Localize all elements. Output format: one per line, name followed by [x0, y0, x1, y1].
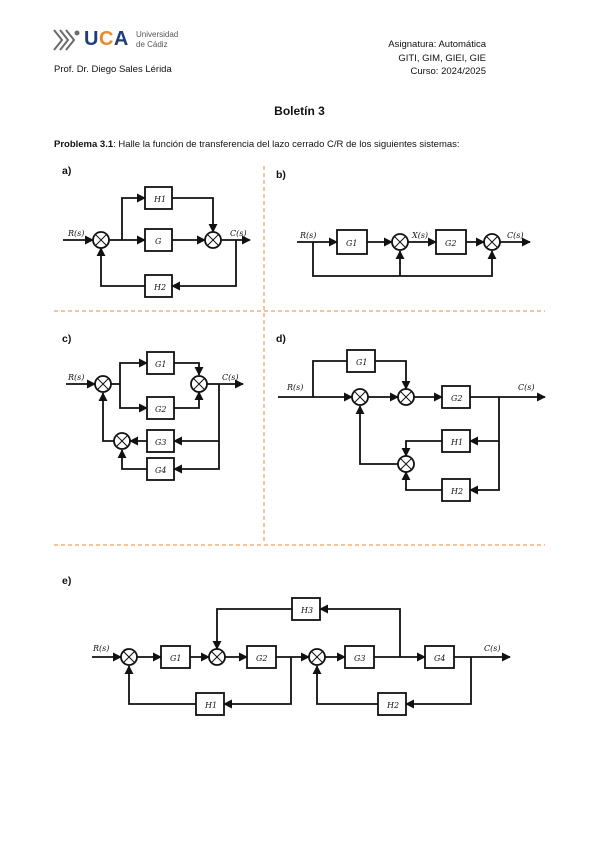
problem-statement: Problema 3.1: Halle la función de transf… — [54, 139, 460, 150]
university-line-1: Universidad — [136, 30, 179, 39]
c-output-label: C(s) — [222, 373, 238, 382]
c-block-G1-label: G1 — [155, 360, 166, 369]
d-input-label: R(s) — [286, 383, 303, 392]
block-b-G2 — [435, 229, 467, 255]
a-input-label: R(s) — [67, 229, 84, 238]
b-signal-label: X(s) — [411, 231, 428, 240]
e-block-H3-label: H3 — [300, 606, 313, 615]
diagram-e-text: R(s) C(s) G1 G2 G3 G4 H1 H2 H3 — [92, 606, 500, 710]
c-block-G4-label: G4 — [155, 466, 166, 475]
professor-name: Prof. Dr. Diego Sales Lérida — [54, 64, 172, 75]
diagram-b-text: R(s) X(s) C(s) G1 G2 — [299, 231, 523, 248]
page-title: Boletín 3 — [274, 104, 325, 118]
a-block-G-label: G — [155, 237, 162, 246]
b-block-G1-label: G1 — [346, 239, 357, 248]
c-input-label: R(s) — [67, 373, 84, 382]
c-block-G3-label: G3 — [155, 438, 166, 447]
logo-emblem-icon — [53, 29, 80, 51]
e-block-H2-label: H2 — [386, 701, 399, 710]
e-block-G2-label: G2 — [256, 654, 267, 663]
e-output-label: C(s) — [484, 644, 500, 653]
d-block-H1-label: H1 — [450, 438, 463, 447]
university-logo — [52, 26, 192, 54]
a-output-label: C(s) — [230, 229, 246, 238]
panel-label-a: a) — [62, 165, 72, 177]
d-block-G2-label: G2 — [451, 394, 462, 403]
b-output-label: C(s) — [507, 231, 523, 240]
panel-label-e: e) — [62, 575, 72, 587]
a-block-H1-label: H1 — [153, 195, 166, 204]
subject: Asignatura: Automática — [388, 39, 486, 50]
panel-label-d: d) — [276, 333, 286, 345]
e-block-G1-label: G1 — [170, 654, 181, 663]
diagram-c — [66, 351, 244, 481]
diagram-b — [297, 229, 531, 277]
diagram-a-text: R(s) C(s) H1 G H2 — [67, 195, 246, 292]
separators — [54, 166, 545, 546]
e-block-H1-label: H1 — [204, 701, 217, 710]
course-info: Asignatura: Automática GITI, GIM, GIEI, … — [388, 38, 486, 79]
block-b-G1 — [336, 229, 368, 255]
panel-label-c: c) — [62, 333, 72, 345]
e-input-label: R(s) — [92, 644, 109, 653]
e-block-G3-label: G3 — [354, 654, 365, 663]
b-input-label: R(s) — [299, 231, 316, 240]
d-block-H2-label: H2 — [450, 487, 463, 496]
problem-number: Problema 3.1 — [54, 139, 114, 150]
diagram-d — [278, 349, 546, 502]
c-block-G2-label: G2 — [155, 405, 166, 414]
degrees: GITI, GIM, GIEI, GIE — [398, 52, 486, 64]
university-line-2: de Cádiz — [136, 40, 168, 49]
d-output-label: C(s) — [518, 383, 534, 392]
course-year: Curso: 2024/2025 — [410, 66, 486, 77]
a-block-H2-label: H2 — [153, 283, 166, 292]
e-block-G4-label: G4 — [434, 654, 445, 663]
logo-text: UCA — [84, 28, 129, 50]
diagram-e — [92, 597, 511, 716]
panel-label-b: b) — [276, 169, 286, 181]
diagram-a — [63, 186, 251, 298]
diagram-d-text: R(s) C(s) G1 G2 H1 H2 — [286, 358, 534, 496]
university-name: Universidad de Cádiz — [136, 30, 178, 50]
d-block-G1-label: G1 — [356, 358, 367, 367]
b-block-G2-label: G2 — [445, 239, 456, 248]
problem-text: : Halle la función de transferencia del … — [113, 139, 460, 150]
diagram-c-text: R(s) C(s) G1 G2 G3 G4 — [67, 360, 238, 475]
